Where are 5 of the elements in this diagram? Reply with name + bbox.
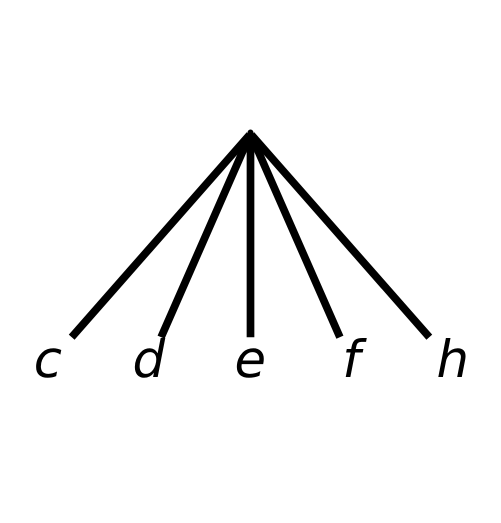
node-text: h <box>436 330 470 390</box>
node-text: d <box>132 330 166 390</box>
node-point <box>248 128 254 135</box>
node-text: c <box>34 330 62 390</box>
node-text: e <box>234 330 266 390</box>
